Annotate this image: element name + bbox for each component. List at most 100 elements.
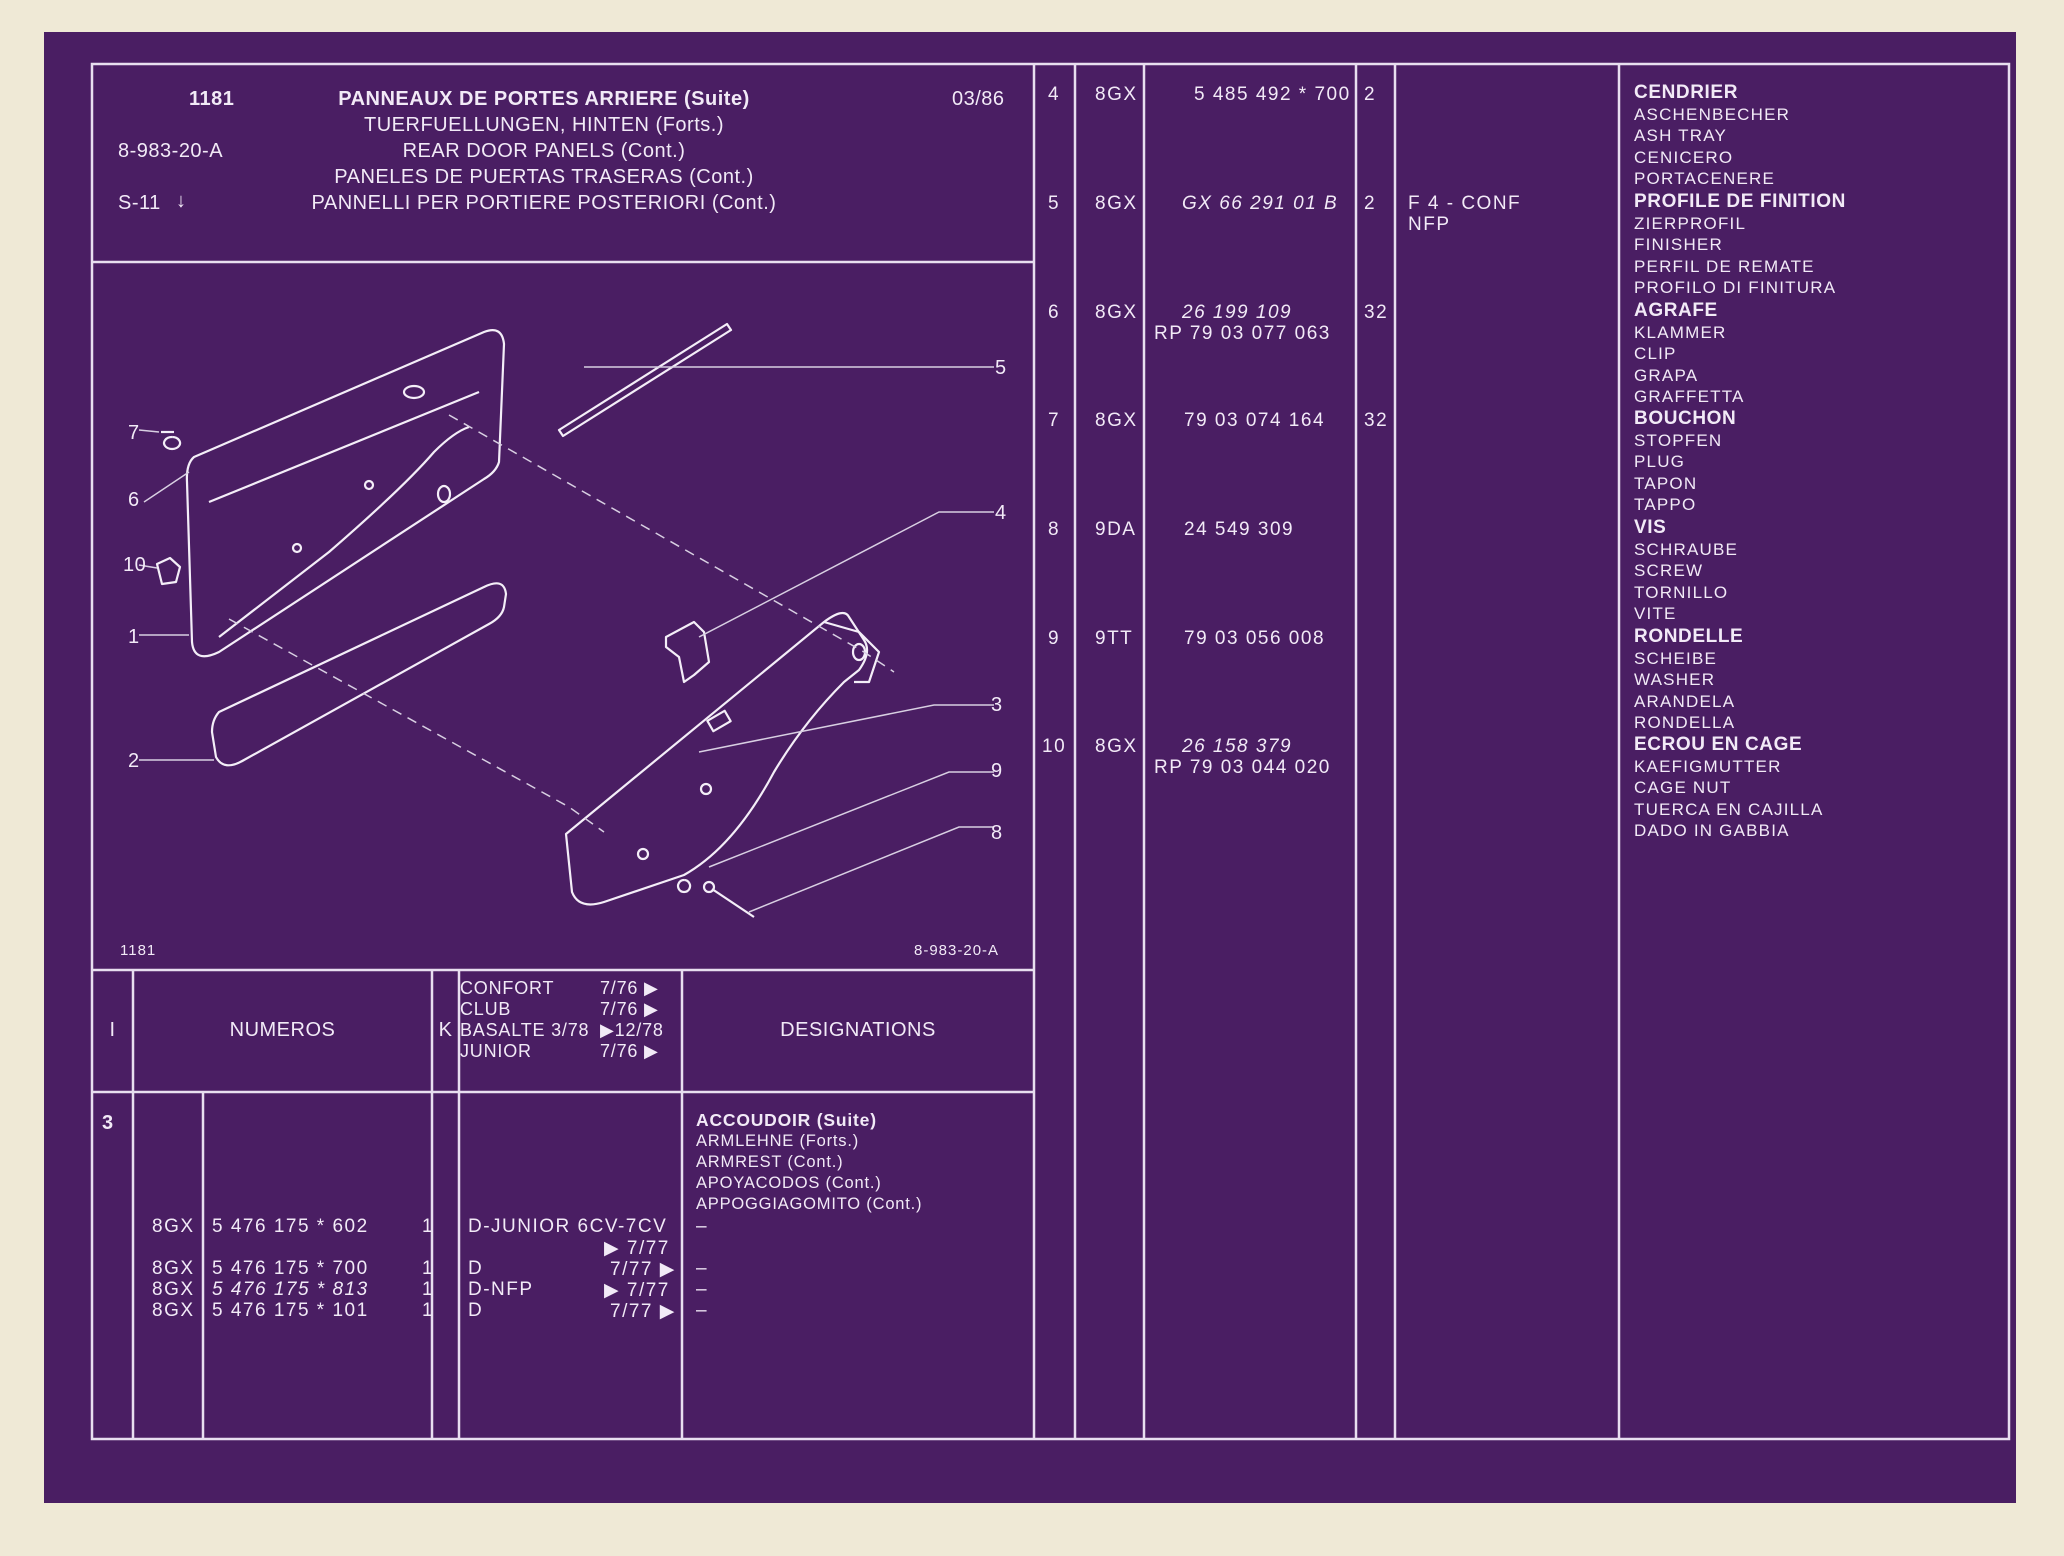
designation-fr: VIS <box>1634 517 1667 538</box>
designation-en: SCREW <box>1634 561 1704 580</box>
door-panel-part <box>185 329 506 658</box>
designation-it: PROFILO DI FINITURA <box>1634 278 1837 297</box>
version-row: CONFORT 7/76 ▶ <box>460 978 682 999</box>
row-number: 5 476 175 * 813 <box>212 1279 369 1300</box>
finisher-strip-part <box>557 322 733 438</box>
designation-en: CAGE NUT <box>1634 778 1732 797</box>
title-de: TUERFUELLUNGEN, HINTEN (Forts.) <box>364 114 724 136</box>
item-qty: 32 <box>1364 410 1389 431</box>
item-names: ACCOUDOIR (Suite) ARMLEHNE (Forts.) ARMR… <box>696 1110 922 1215</box>
row-date: 7/77 ▶ <box>610 1259 676 1280</box>
item-index: 7 <box>1048 410 1061 431</box>
title-it: PANNELLI PER PORTIERE POSTERIORI (Cont.) <box>311 192 777 214</box>
item-code: 8GX <box>1095 410 1138 431</box>
callout-4: 4 <box>995 502 1007 524</box>
designation-fr: BOUCHON <box>1634 408 1737 429</box>
edition-date: 03/86 <box>952 88 1005 110</box>
designation-es: CENICERO <box>1634 147 1734 167</box>
row-date: ▶ 7/77 <box>604 1238 670 1259</box>
designation-es: TAPON <box>1634 473 1698 493</box>
row-code: 8GX <box>152 1216 195 1237</box>
callout-9: 9 <box>991 760 1003 782</box>
title-en: REAR DOOR PANELS (Cont.) <box>402 140 686 162</box>
callout-3: 3 <box>991 694 1003 716</box>
title-fr: PANNEAUX DE PORTES ARRIERE (Suite) <box>338 88 750 110</box>
item-code: 8GX <box>1095 302 1138 323</box>
col-header-i: I <box>109 1019 116 1041</box>
diagram-footer-right: 8-983-20-A <box>914 942 1000 959</box>
item-number: GX 66 291 01 B <box>1182 193 1339 214</box>
exploded-view-drawing <box>155 322 881 918</box>
item-number: 79 03 074 164 <box>1184 410 1326 431</box>
callout-10: 10 <box>123 554 147 576</box>
row-designation: – <box>696 1258 709 1279</box>
row-code: 8GX <box>152 1258 195 1279</box>
item-designations: VIS SCHRAUBE SCREW TORNILLO VITE <box>1634 517 1738 625</box>
designation-fr: AGRAFE <box>1634 300 1718 321</box>
designation-en: ASH TRAY <box>1634 126 1728 145</box>
col-header-designations: DESIGNATIONS <box>780 1019 936 1041</box>
figure-code: 8-983-20-A <box>118 140 224 162</box>
item-index: 6 <box>1048 302 1061 323</box>
row-qty: 1 <box>422 1216 435 1237</box>
designation-it: PORTACENERE <box>1634 169 1776 188</box>
version-name: CONFORT <box>460 978 555 998</box>
item-number: 24 549 309 <box>1184 519 1295 540</box>
diagram-footer-left: 1181 <box>120 942 157 959</box>
row-version: D <box>468 1258 484 1279</box>
item-designations: ECROU EN CAGE KAEFIGMUTTER CAGE NUT TUER… <box>1634 734 1824 842</box>
page-number: 1181 <box>189 88 235 110</box>
designation-en: PLUG <box>1634 452 1686 471</box>
col-header-numeros: NUMEROS <box>229 1019 336 1041</box>
designation-fr: PROFILE DE FINITION <box>1634 191 1846 212</box>
row-date: 7/77 ▶ <box>610 1301 676 1322</box>
version-date: 7/76 ▶ <box>600 978 659 998</box>
item-designations: CENDRIER ASCHENBECHER ASH TRAY CENICERO … <box>1634 82 1790 190</box>
item-name-it: APPOGGIAGOMITO (Cont.) <box>696 1195 923 1213</box>
version-name: BASALTE 3/78 <box>460 1020 590 1040</box>
row-number: 5 476 175 * 101 <box>212 1300 369 1321</box>
item-number: 5 485 492 * 700 <box>1194 84 1351 105</box>
parts-catalog-sheet: 1181 8-983-20-A S-11 ↓ 03/86 PANNEAUX DE… <box>44 32 2016 1503</box>
col-header-k: K <box>438 1019 453 1041</box>
designation-it: DADO IN GABBIA <box>1634 821 1790 840</box>
row-version: D <box>468 1300 484 1321</box>
washer-part <box>676 878 692 894</box>
item-designations: BOUCHON STOPFEN PLUG TAPON TAPPO <box>1634 408 1736 516</box>
row-designation: – <box>696 1300 709 1321</box>
item-code: 8GX <box>1095 736 1138 757</box>
clip-part <box>664 620 711 684</box>
item-index: 8 <box>1048 519 1061 540</box>
designation-en: WASHER <box>1634 670 1716 689</box>
item-name-es: APOYACODOS (Cont.) <box>696 1174 882 1192</box>
item-number: 26 199 109 <box>1182 302 1293 323</box>
item-index: 5 <box>1048 193 1061 214</box>
designation-it: RONDELLA <box>1634 713 1736 732</box>
item-version: F 4 - CONF <box>1408 193 1522 214</box>
designation-es: ARANDELA <box>1634 691 1736 711</box>
version-name: JUNIOR <box>460 1041 532 1061</box>
item-designations: AGRAFE KLAMMER CLIP GRAPA GRAFFETTA <box>1634 300 1745 408</box>
designation-de: KAEFIGMUTTER <box>1634 756 1782 776</box>
row-code: 8GX <box>152 1300 195 1321</box>
item-index: 4 <box>1048 84 1061 105</box>
plug-part <box>163 435 182 451</box>
designation-it: TAPPO <box>1634 495 1697 514</box>
item-designations: PROFILE DE FINITION ZIERPROFIL FINISHER … <box>1634 191 1846 299</box>
designation-de: SCHRAUBE <box>1634 539 1739 559</box>
row-qty: 1 <box>422 1300 435 1321</box>
callout-8: 8 <box>991 822 1003 844</box>
designation-it: GRAFFETTA <box>1634 387 1745 406</box>
designation-es: GRAPA <box>1634 365 1699 385</box>
item-qty: 2 <box>1364 84 1377 105</box>
row-version: D-NFP <box>468 1279 534 1300</box>
row-designation: – <box>696 1279 709 1300</box>
designation-es: TORNILLO <box>1634 582 1729 602</box>
item-qty: 2 <box>1364 193 1377 214</box>
callout-5: 5 <box>995 357 1007 379</box>
version-row: BASALTE 3/78▶12/78 <box>460 1020 682 1041</box>
section-code: S-11 <box>118 192 161 214</box>
item-number: 79 03 056 008 <box>1184 628 1326 649</box>
designation-de: SCHEIBE <box>1634 648 1718 668</box>
